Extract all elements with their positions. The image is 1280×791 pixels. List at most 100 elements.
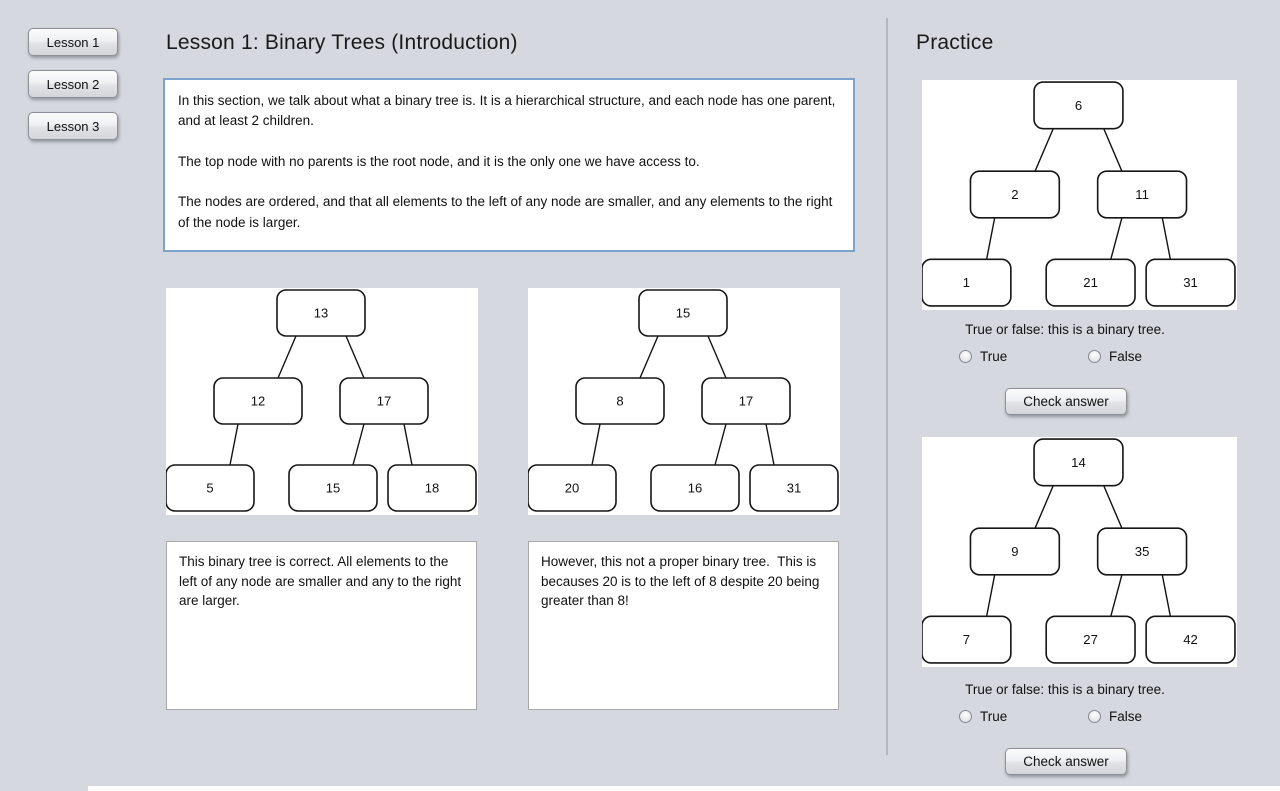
lesson-1-button[interactable]: Lesson 1 [28,28,118,56]
radio-label-false-1: False [1109,349,1143,364]
tree-node-box [528,464,617,512]
tree-edge [1034,128,1054,172]
tree-edge [1161,574,1172,617]
tree-node-value: 42 [1183,632,1198,647]
radio-false-1[interactable]: False [1088,349,1142,364]
tree-node-value: 7 [963,632,970,647]
radio-circle-icon [959,710,972,723]
tree-node-box [1096,170,1188,219]
tree-node-value: 15 [326,481,340,496]
tree-node-box [213,377,303,425]
radio-true-1[interactable]: True [959,349,1007,364]
tree-edge [985,574,996,617]
tree-node-value: 1 [963,275,970,290]
tree-node-value: 6 [1075,98,1082,113]
tree-node-value: 31 [1183,275,1198,290]
tree-node-box [1096,527,1188,576]
example-caption-incorrect: However, this not a proper binary tree. … [528,541,839,710]
tree-node-value: 21 [1083,275,1098,290]
tree-edge [403,423,413,466]
lesson-title: Lesson 1: Binary Trees (Introduction) [166,31,518,54]
tree-node-value: 18 [425,481,439,496]
tree-edge [1034,485,1054,529]
tree-node-box [387,464,477,512]
radio-label-false-2: False [1109,709,1143,724]
tree-edge [1161,217,1172,260]
practice-prompt-1: True or false: this is a binary tree. [965,322,1165,337]
tree-node-value: 35 [1135,544,1150,559]
practice-binary-tree-diagram-2: 14 9 35 7 27 42 [922,438,1236,664]
tree-node-value: 20 [565,481,579,496]
binary-tree-diagram-correct: 13 12 17 5 15 18 [166,289,477,512]
tree-node-box [922,615,1012,664]
tree-edge [1110,217,1123,260]
radio-true-2[interactable]: True [959,709,1007,724]
tree-node-box [1145,258,1236,307]
tree-node-value: 17 [377,394,391,409]
tree-node-value: 17 [739,394,753,409]
radio-label-true-2: True [980,709,1008,724]
tree-node-box [166,464,255,512]
tree-edge [639,335,659,379]
check-answer-button-1[interactable]: Check answer [1005,388,1127,415]
tree-edge [1110,574,1123,617]
tree-node-value: 27 [1083,632,1098,647]
tree-node-value: 13 [314,306,328,321]
tree-node-box [922,258,1012,307]
tree-node-box [276,289,366,337]
lesson-3-button[interactable]: Lesson 3 [28,112,118,140]
tree-node-value: 31 [787,481,801,496]
bottom-strip [88,786,1280,791]
practice-title: Practice [916,31,994,54]
tree-edge [1103,485,1123,529]
radio-circle-icon [1088,710,1101,723]
tree-edge [229,423,239,466]
tree-node-box [1033,81,1124,130]
tree-edge [352,423,365,466]
tree-edge [591,423,601,466]
tree-node-value: 11 [1135,187,1149,202]
tree-node-value: 12 [251,394,265,409]
vertical-divider [886,18,888,755]
radio-false-2[interactable]: False [1088,709,1142,724]
example-caption-correct: This binary tree is correct. All element… [166,541,477,710]
tree-node-box [1033,438,1124,487]
tree-node-value: 5 [206,481,213,496]
tree-edge [714,423,727,466]
tree-node-value: 14 [1071,455,1086,470]
radio-circle-icon [959,350,972,363]
tree-node-box [969,527,1061,576]
tree-node-box [1045,615,1136,664]
tree-node-value: 9 [1011,544,1018,559]
radio-label-true-1: True [980,349,1008,364]
tree-node-box [650,464,740,512]
example-tree-panel-correct: 13 12 17 5 15 18 [166,288,478,515]
tree-node-box [1145,615,1236,664]
tree-edge [277,335,297,379]
tree-node-box [288,464,378,512]
tree-edge [1103,128,1123,172]
check-answer-button-2[interactable]: Check answer [1005,748,1127,775]
tree-node-box [575,377,665,425]
lesson-2-button[interactable]: Lesson 2 [28,70,118,98]
tree-node-box [969,170,1061,219]
tree-node-box [749,464,839,512]
tree-edge [345,335,365,379]
practice-prompt-2: True or false: this is a binary tree. [965,682,1165,697]
radio-circle-icon [1088,350,1101,363]
tree-edge [765,423,775,466]
tree-node-box [1045,258,1136,307]
tree-node-box [638,289,728,337]
tree-node-box [339,377,429,425]
tree-node-value: 16 [688,481,702,496]
lesson-intro-textbox[interactable]: In this section, we talk about what a bi… [163,78,855,252]
tree-node-box [701,377,791,425]
tree-edge [707,335,727,379]
tree-node-value: 2 [1011,187,1018,202]
tree-edge [985,217,996,260]
